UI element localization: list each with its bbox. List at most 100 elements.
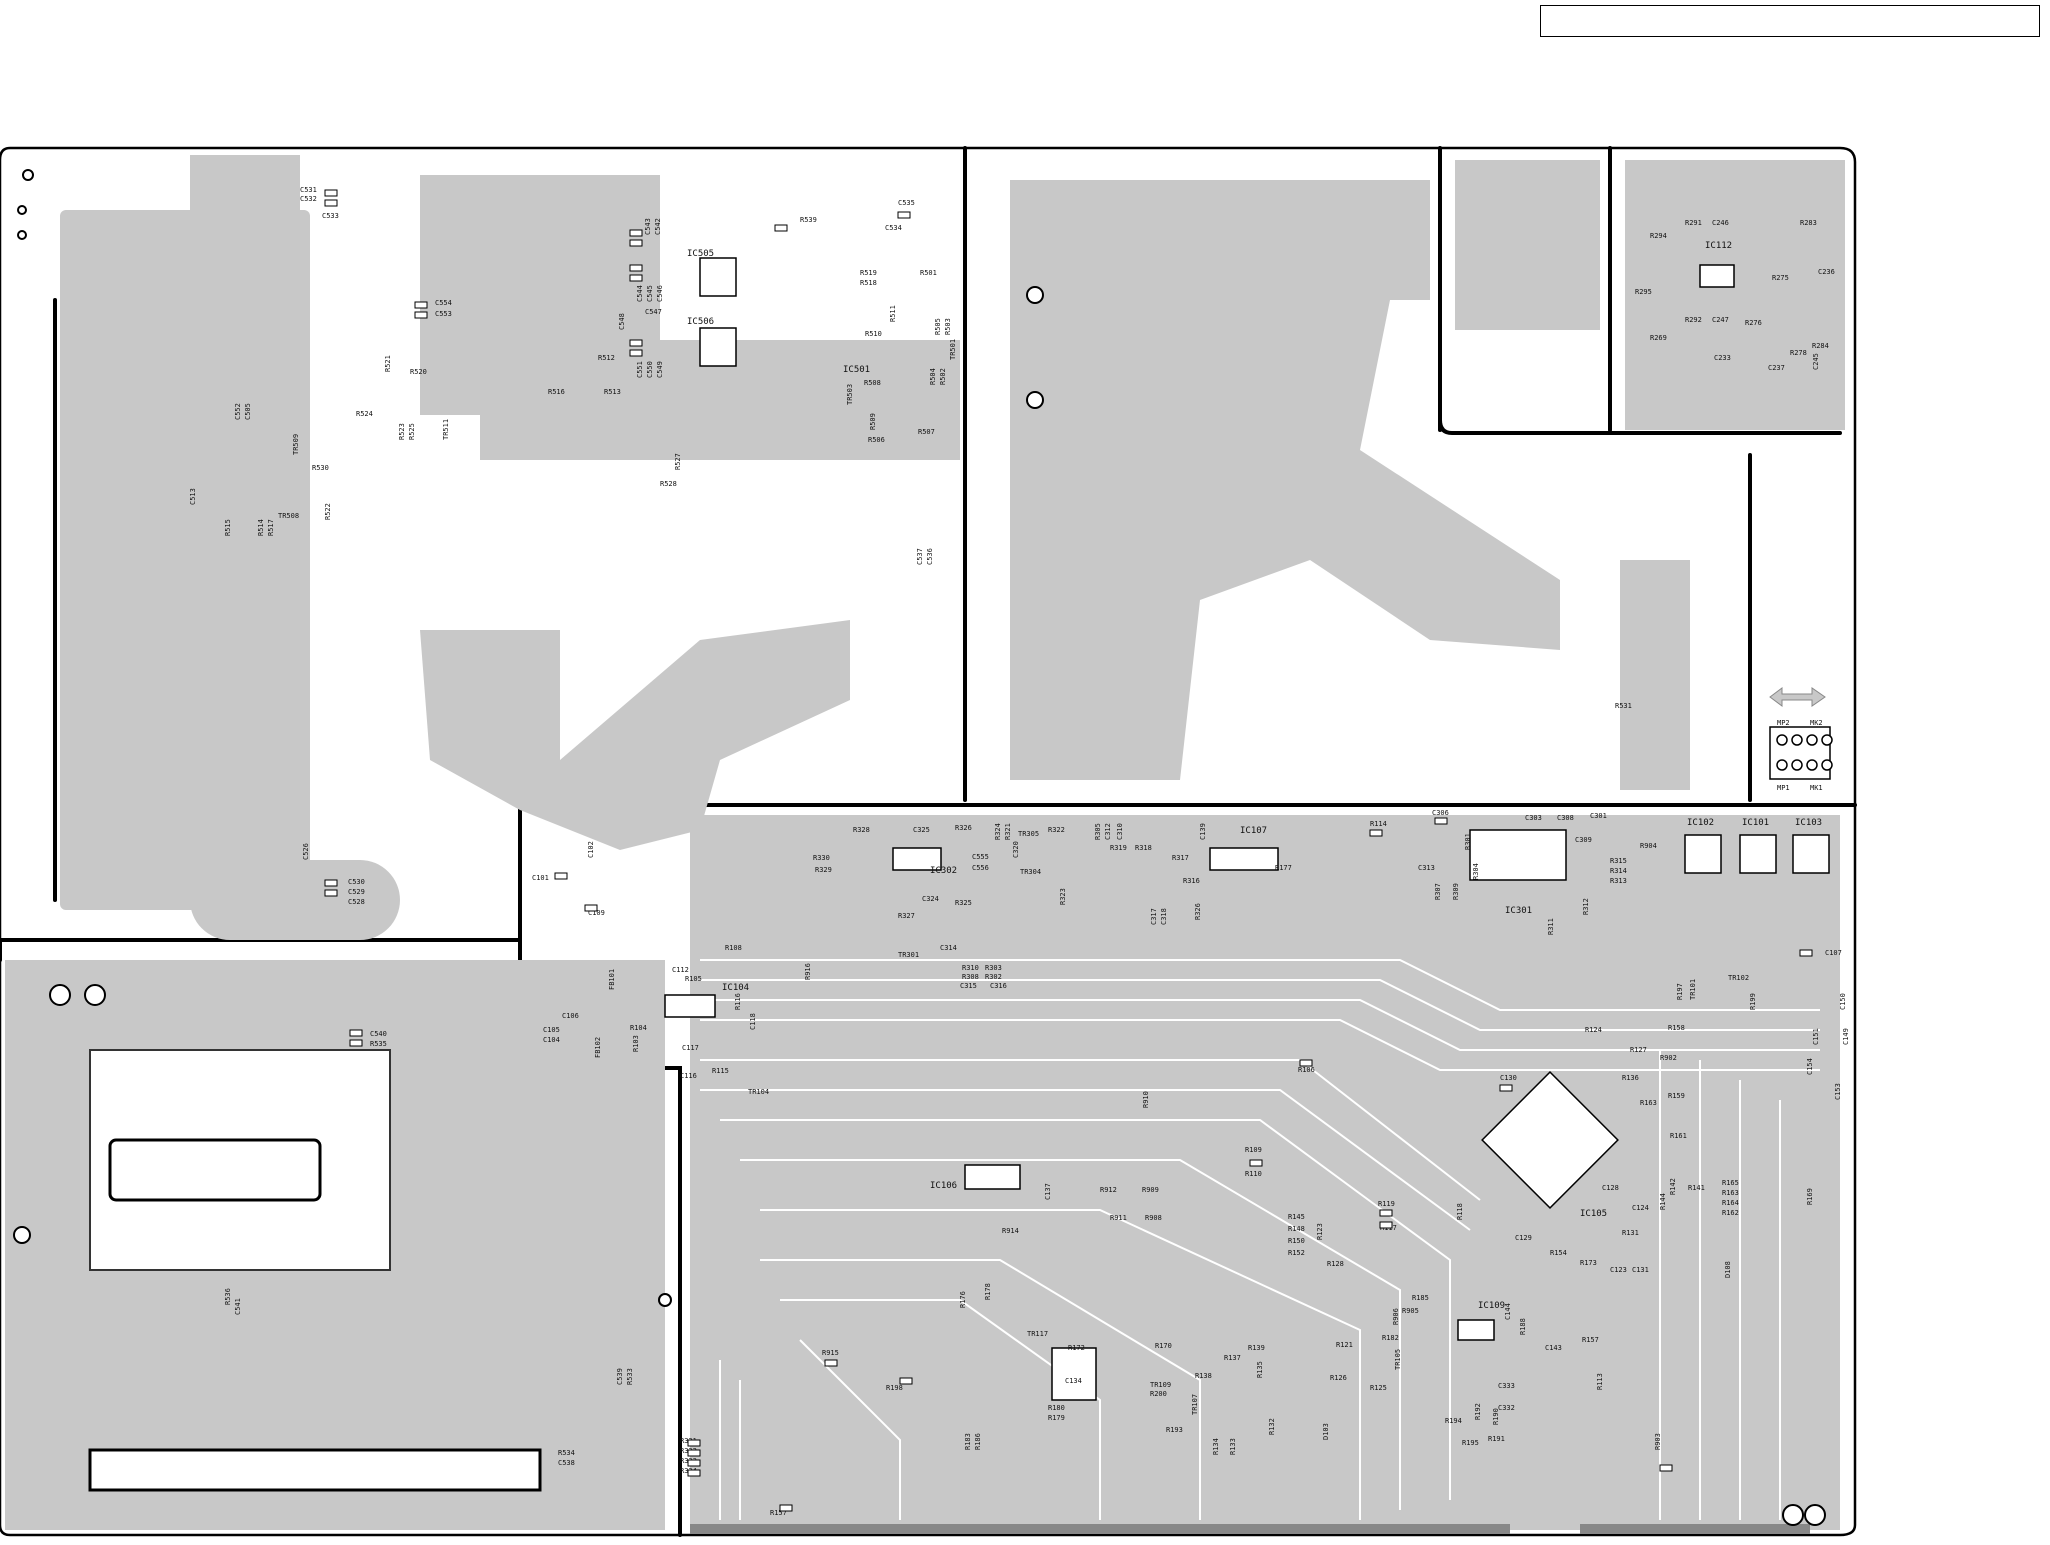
mk1-label: MK1 (1810, 784, 1823, 792)
cap-label: C324 (922, 895, 939, 903)
res-label: R318 (1135, 844, 1152, 852)
res-label: R119 (1378, 1200, 1395, 1208)
res-label: R904 (1640, 842, 1657, 850)
res-label: R329 (815, 866, 832, 874)
d103-label: D103 (1322, 1423, 1330, 1440)
cap-label: C532 (300, 195, 317, 203)
res-label: R510 (865, 330, 882, 338)
res-label: R513 (604, 388, 621, 396)
res-label: R178 (984, 1283, 992, 1300)
ic501-label: IC501 (843, 365, 870, 375)
cap-label: C246 (1712, 219, 1729, 227)
cap-label: C154 (1806, 1058, 1814, 1075)
res-label: R142 (1669, 1178, 1677, 1195)
res-label: R139 (1248, 1344, 1265, 1352)
ic302-label: IC302 (930, 866, 957, 876)
res-label: R508 (864, 379, 881, 387)
fb102-label: FB102 (594, 1037, 602, 1058)
cap-label: C116 (680, 1072, 697, 1080)
cap-label: C554 (435, 299, 452, 307)
res-label: R305 (1094, 823, 1102, 840)
res-label: R501 (920, 269, 937, 277)
cap-label: C530 (348, 878, 365, 886)
cap-label: C306 (1432, 809, 1449, 817)
cap-label: C320 (1012, 841, 1020, 858)
res-label: R124 (1585, 1026, 1602, 1034)
res-label: R304 (1472, 863, 1480, 880)
res-label: R132 (1268, 1418, 1276, 1435)
res-label: R295 (1635, 288, 1652, 296)
cap-label: C526 (302, 843, 310, 860)
fb101-label: FB101 (608, 969, 616, 990)
res-label: R183 (964, 1433, 972, 1450)
res-label: R326 (1194, 903, 1202, 920)
cap-label: C318 (1160, 908, 1168, 925)
ic112-label: IC112 (1705, 241, 1732, 251)
res-label: R511 (889, 305, 897, 322)
res-label: R104 (630, 1024, 647, 1032)
cap-label: C513 (189, 488, 197, 505)
mp2-label: MP2 (1777, 719, 1790, 727)
cap-label: C548 (618, 313, 626, 330)
res-label: R309 (1452, 883, 1460, 900)
res-label: R915 (822, 1349, 839, 1357)
ic106-label: IC106 (930, 1181, 957, 1191)
cap-label: C139 (1199, 823, 1207, 840)
res-label: R509 (869, 413, 877, 430)
trace-channels (700, 959, 1820, 1520)
res-label: R158 (1668, 1024, 1685, 1032)
res-label: R330 (813, 854, 830, 862)
cap-label: C112 (672, 966, 689, 974)
res-label: R906 (1392, 1308, 1400, 1325)
cap-label: C555 (972, 853, 989, 861)
cap-label: C143 (1545, 1344, 1562, 1352)
res-label: R534 (558, 1449, 575, 1457)
res-label: R179 (1048, 1414, 1065, 1422)
cap-label: C104 (543, 1036, 560, 1044)
res-label: R905 (1402, 1307, 1419, 1315)
cap-label: C118 (749, 1013, 757, 1030)
res-label: R294 (1650, 232, 1667, 240)
res-label: R530 (312, 464, 329, 472)
cap-label: C123 (1610, 1266, 1627, 1274)
res-label: R165 (1722, 1179, 1739, 1187)
res-label: R514 (257, 519, 265, 536)
cap-label: C315 (960, 982, 977, 990)
res-label: R327 (898, 912, 915, 920)
res-label: R199 (1749, 993, 1757, 1010)
cap-label: C310 (1116, 823, 1124, 840)
capacitor-labels: C531 C532 C533 C554 C553 C552 C505 C513 … (189, 186, 1850, 1467)
res-label: R312 (1582, 898, 1590, 915)
res-label: R198 (886, 1384, 903, 1392)
res-label: R114 (1370, 820, 1387, 828)
res-label: R326 (955, 824, 972, 832)
res-label: R150 (1288, 1237, 1305, 1245)
tr101-label: TR101 (1689, 979, 1697, 1000)
res-label: R145 (1288, 1213, 1305, 1221)
tr501-label: TR501 (949, 339, 957, 360)
cap-label: C301 (1590, 812, 1607, 820)
res-label: R323 (1059, 888, 1067, 905)
res-label: R125 (1370, 1384, 1387, 1392)
res-label: R912 (1100, 1186, 1117, 1194)
cap-label: C153 (1834, 1083, 1842, 1100)
tr503-label: TR503 (846, 384, 854, 405)
cap-label: C128 (1602, 1184, 1619, 1192)
res-label: R276 (1745, 319, 1762, 327)
res-label: R135 (1256, 1361, 1264, 1378)
res-label: R520 (410, 368, 427, 376)
transistor-labels: TR509 TR508 TR511 TR503 TR501 TR305 TR30… (278, 339, 1749, 1415)
tr305-label: TR305 (1018, 830, 1039, 838)
res-label: R195 (1462, 1439, 1479, 1447)
edge-connector (690, 1524, 1810, 1534)
res-label: R118 (1456, 1203, 1464, 1220)
ic104-label: IC104 (722, 983, 749, 993)
cap-label: C316 (990, 982, 1007, 990)
ic107-label: IC107 (1240, 826, 1267, 836)
res-label: R121 (1336, 1341, 1353, 1349)
cap-label: C150 (1839, 993, 1847, 1010)
res-label: R324 (994, 823, 1002, 840)
res-label: R291 (1685, 219, 1702, 227)
res-label: R148 (1288, 1225, 1305, 1233)
tr117-label: TR117 (1027, 1330, 1048, 1338)
